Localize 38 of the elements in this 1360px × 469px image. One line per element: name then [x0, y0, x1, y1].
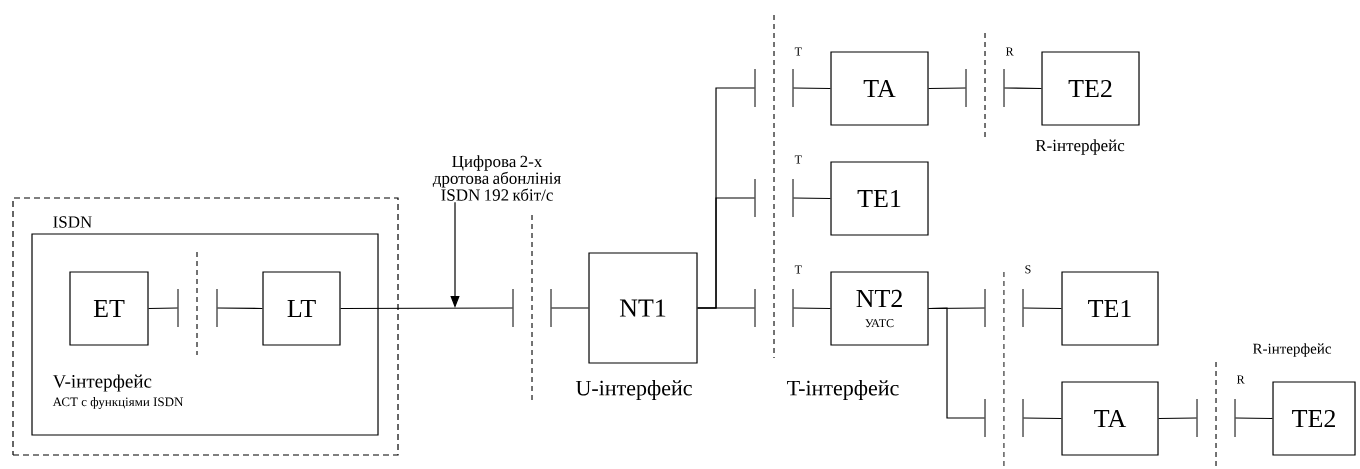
interface-label: R [1236, 375, 1245, 384]
dashed-frame [12, 197, 399, 456]
line-caption: Цифрова 2-х дротова абонлінія ISDN 192 кбіт/с [432, 155, 561, 201]
interface-label: U-інтерфейс [575, 380, 692, 400]
connection-line [792, 197, 831, 200]
unit-box: TA [1061, 381, 1159, 456]
interface-label: T-інтерфейс [787, 380, 899, 400]
connection-line [928, 87, 967, 90]
unit-box: ET [69, 271, 149, 346]
connection-line [792, 307, 831, 310]
interface-label: T [794, 155, 802, 164]
unit-box: NT1 [588, 252, 698, 364]
connection-line [216, 307, 263, 310]
connection-line [148, 307, 179, 310]
unit-box: TE1 [1061, 271, 1159, 346]
connection-line [1003, 87, 1042, 90]
unit-box: TA [830, 51, 929, 126]
interface-label: T [794, 47, 802, 56]
unit-box: TE2 [1272, 381, 1356, 456]
connection-line [697, 307, 756, 309]
unit-box: TE2 [1041, 51, 1140, 126]
interface-label: T [794, 265, 802, 274]
unit-box: TE1 [830, 161, 929, 236]
interface-label: R-інтерфейс [1035, 139, 1125, 155]
interface-label: R-інтерфейс [1252, 343, 1332, 357]
connection-line [550, 307, 589, 309]
connection-line [340, 307, 514, 310]
connection-line [1158, 417, 1198, 420]
connection-line [1022, 417, 1062, 420]
connection-line [928, 307, 986, 419]
interface-label: S [1025, 265, 1031, 274]
connection-line [1234, 417, 1273, 420]
unit-box: NT2 УАТС [830, 271, 929, 346]
unit-box: LT [262, 271, 341, 346]
connection-line [1022, 307, 1062, 310]
node-label: ISDN [53, 216, 92, 228]
connection-line [792, 87, 831, 90]
interface-label: R [1005, 47, 1014, 56]
